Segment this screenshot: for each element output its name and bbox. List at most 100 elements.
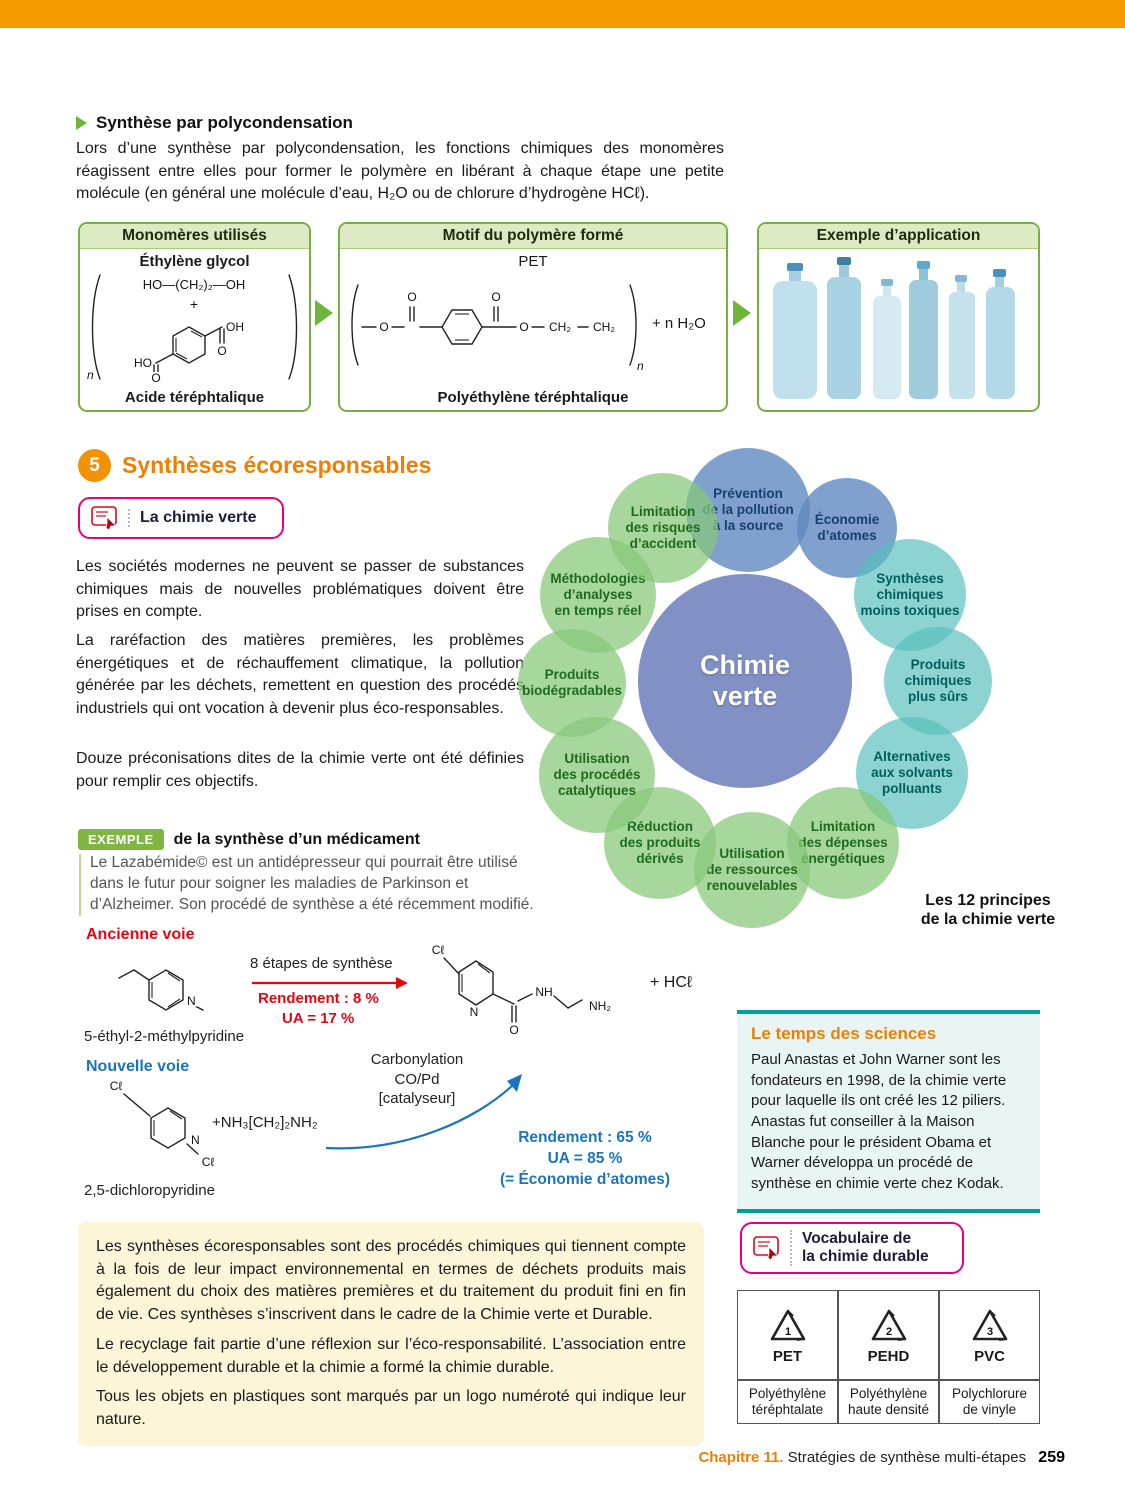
top-orange-bar <box>0 0 1125 28</box>
glycol-formula: HO—(CH₂)₂—OH <box>143 277 246 292</box>
pet-caption: Polyéthylène téréphtalique <box>437 389 629 406</box>
exemple-header: EXEMPLE de la synthèse d’un médicament <box>78 829 420 850</box>
pyridine-ring <box>150 1107 186 1149</box>
n-label: n <box>87 368 94 382</box>
recycling-number: 1 <box>784 1326 790 1338</box>
red-arrow-icon <box>252 977 408 989</box>
exemple-rule <box>79 854 81 916</box>
plus-sign: + <box>190 296 198 312</box>
ua-nouvelle: UA = 85 % <box>547 1149 623 1167</box>
recycling-code: PET <box>772 1347 803 1365</box>
section-bullet-icon <box>76 116 87 130</box>
o1-label: O <box>379 320 388 334</box>
recycling-table: 1 PET 2 PEHD 3 PVC Polyéthylèn <box>737 1290 1040 1424</box>
acid-caption: Acide téréphtalique <box>124 389 265 406</box>
amine-reagent: +NH₃[CH₂]₂NH₂ <box>212 1114 318 1131</box>
monomer-structure: n HO—(CH₂)₂—OH + OH O HO O <box>85 274 298 383</box>
exemple-heading: de la synthèse d’un médicament <box>173 830 420 848</box>
nitrogen-label: N <box>191 1133 200 1147</box>
summary-paragraph-3: Tous les objets en plastiques sont marqu… <box>96 1388 686 1429</box>
pet-structure: O O O O CH₂ CH₂ n <box>351 284 646 373</box>
vocabulaire-badge: Vocabulaire de la chimie durable <box>740 1222 964 1274</box>
principle-bubble: Économie d’atomes <box>797 478 897 578</box>
nh2-label: NH₂ <box>589 999 611 1013</box>
recycling-number: 3 <box>986 1326 992 1338</box>
monomers-box-content: Éthylène glycol n HO—(CH₂)₂—OH + OH O <box>80 249 309 409</box>
steps-label: 8 étapes de synthèse <box>250 955 393 972</box>
carbonylation-line1: Carbonylation <box>370 1051 464 1068</box>
summary-paragraph-1: Les synthèses écoresponsables sont des p… <box>96 1238 686 1324</box>
nouvelle-results: Rendement : 65 % UA = 85 % (= Économie d… <box>470 1128 700 1191</box>
carbonylation-line2: CO/Pd <box>394 1070 440 1088</box>
reactant-caption-nouvelle: 2,5-dichloropyridine <box>84 1182 215 1199</box>
rendement-nouvelle: Rendement : 65 % <box>518 1129 652 1146</box>
pyridine-ring <box>458 960 494 1006</box>
summary-paragraph-2: Le recyclage fait partie d’une réflexion… <box>96 1335 686 1376</box>
chimie-verte-badge: La chimie verte <box>78 497 284 539</box>
tablet-icon <box>753 1236 779 1261</box>
section-number-badge: 5 <box>78 449 111 482</box>
temps-sciences-box: Le temps des sciences Paul Anastas et Jo… <box>737 1010 1040 1213</box>
ch2-label: CH₂ <box>593 320 615 334</box>
application-box-title: Exemple d’application <box>759 224 1038 249</box>
page-footer: Chapitre 11. Stratégies de synthèse mult… <box>560 1449 1065 1467</box>
pet-label: PET <box>518 253 548 270</box>
recycling-cell-pet: 1 PET <box>737 1290 838 1380</box>
economie-atomes: (= Économie d’atomes) <box>499 1170 671 1188</box>
temps-sciences-body: Paul Anastas et John Warner sont les fon… <box>751 1051 1007 1193</box>
vocabulaire-badge-label: Vocabulaire de la chimie durable <box>790 1230 929 1266</box>
ch2-label: CH₂ <box>549 320 571 334</box>
reactant-structure-nouvelle: Cℓ N Cℓ <box>108 1077 216 1171</box>
recycling-triangle-icon: 3 <box>972 1309 1007 1341</box>
recycling-name: Polychlorure de vinyle <box>939 1380 1040 1424</box>
recycling-name: Polyéthylène téréphtalate <box>737 1380 838 1424</box>
benzene-ring <box>172 326 206 364</box>
polymer-box-title: Motif du polymère formé <box>340 224 726 249</box>
reactant-caption-ancienne: 5-éthyl-2-méthylpyridine <box>84 1028 245 1045</box>
byproduct-hcl: + HCℓ <box>650 974 693 991</box>
principle-bubble: Utilisation des procédés catalytiques <box>539 717 655 833</box>
exemple-body: Le Lazabémide© est un antidépresseur qui… <box>90 854 534 913</box>
green-chemistry-diagram: Chimie verte Prévention de la pollution … <box>518 448 1076 953</box>
recycling-number: 2 <box>885 1326 891 1338</box>
chimie-verte-badge-label: La chimie verte <box>128 508 257 528</box>
o2-label: O <box>407 290 416 304</box>
recycling-code: PVC <box>974 1347 1005 1365</box>
oxygen-label: O <box>509 1023 518 1037</box>
application-box: Exemple d’application <box>757 222 1040 412</box>
byproduct-water: + n H₂O <box>652 315 706 332</box>
o3-label: O <box>491 290 500 304</box>
flow-arrow-icon <box>733 300 751 326</box>
polymer-box: Motif du polymère formé PET O O O <box>338 222 728 412</box>
temps-sciences-title: Le temps des sciences <box>751 1024 937 1043</box>
recycling-name: Polyéthylène haute densité <box>838 1380 939 1424</box>
carbonylation-line3: [catalyseur] <box>378 1090 456 1107</box>
o4-label: O <box>519 320 528 334</box>
product-structure-ancienne: Cℓ N O NH NH₂ <box>430 941 613 1039</box>
recycling-cell-pvc: 3 PVC <box>939 1290 1040 1380</box>
recycling-cell-pehd: 2 PEHD <box>838 1290 939 1380</box>
footer-page-number: 259 <box>1038 1449 1065 1466</box>
footer-chapter: Chapitre 11. <box>698 1449 784 1466</box>
diagram-center: Chimie verte <box>638 574 852 788</box>
footer-title: Stratégies de synthèse multi-étapes <box>787 1449 1027 1466</box>
glycol-name: Éthylène glycol <box>139 253 250 270</box>
n-label: n <box>637 359 644 373</box>
plastic-bottles-image <box>773 257 1015 399</box>
diagram-caption: Les 12 principes de la chimie verte <box>920 892 1056 929</box>
cl-label: Cℓ <box>202 1155 215 1169</box>
reactant-structure-ancienne: N <box>118 969 204 1011</box>
section-number: 5 <box>89 454 100 476</box>
benzene-ring <box>441 309 483 345</box>
nouvelle-voie-label: Nouvelle voie <box>86 1058 190 1075</box>
carbonylation-block: Carbonylation CO/Pd [catalyseur] <box>352 1050 482 1109</box>
section-title: Synthèses écoresponsables <box>122 452 432 478</box>
principle-bubble: Limitation des risques d’accident <box>608 473 718 583</box>
polycondensation-heading-row: Synthèse par polycondensation <box>76 113 353 133</box>
exemple-badge: EXEMPLE <box>78 829 164 850</box>
pyridine-ring <box>148 969 184 1011</box>
monomers-box-title: Monomères utilisés <box>80 224 309 249</box>
nh-label: NH <box>535 985 552 999</box>
tablet-icon <box>91 506 117 531</box>
